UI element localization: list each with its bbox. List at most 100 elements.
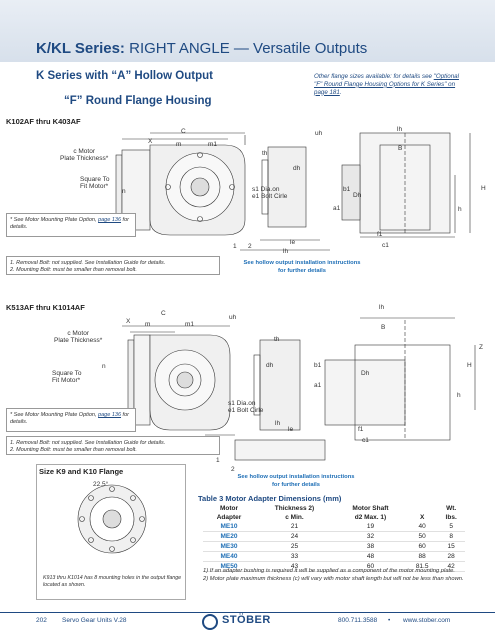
hollow-output-note-1[interactable]: See hollow output installation instructi… — [243, 260, 361, 274]
motor-adapter-table: Motor Thickness 2) Motor Shaft Wt. Adapt… — [203, 504, 465, 572]
table-cell: 32 — [366, 533, 375, 540]
table-cell: 25 — [290, 543, 299, 550]
mounting-plate-link-1[interactable]: page 136 — [98, 217, 122, 223]
dimension-drawing-1 — [115, 132, 471, 251]
table-cell: 38 — [366, 543, 375, 550]
model-range-1: K102AF thru K403AF — [6, 117, 81, 126]
table-cell: 5 — [449, 523, 453, 530]
table-cell: 15 — [447, 543, 455, 550]
square-fit-label: Square To Fit Motor* — [80, 176, 110, 190]
flange-options-link[interactable]: "Optional "F" Round Flange Housing Optio… — [314, 73, 459, 96]
dim-th-2: th — [274, 336, 280, 343]
col-thickness: Thickness 2) — [274, 505, 315, 512]
table-cell: 28 — [447, 553, 455, 560]
bolt-circle-label-2: s1 Dia.on e1 Bolt Cirle — [228, 400, 264, 414]
col-motor: Motor — [219, 505, 239, 512]
callout-1: 1 — [233, 243, 237, 250]
table-cell: 40 — [418, 523, 426, 530]
callout-1-2: 1 — [216, 457, 220, 464]
phone: 800.711.3588 — [338, 617, 378, 624]
col-shaft: Motor Shaft — [352, 505, 389, 512]
table-cell: ME40 — [220, 553, 238, 560]
dim-C: C — [181, 128, 186, 135]
dim-n: n — [122, 188, 126, 195]
table-title: Table 3 Motor Adapter Dimensions (mm) — [198, 494, 342, 503]
dim-lh: lh — [283, 248, 289, 255]
dim-c1: c1 — [382, 242, 389, 249]
dim-f1-2: f1 — [358, 426, 364, 433]
hollow-output-note-2[interactable]: See hollow output installation instructi… — [237, 474, 355, 488]
dim-a1: a1 — [333, 205, 341, 212]
footnote-1: 1) If an adapter bushing is required it … — [203, 568, 455, 574]
dim-lh-2: lh — [275, 420, 281, 427]
col-wt: Wt. — [446, 505, 457, 512]
mounting-plate-link-2[interactable]: page 136 — [98, 412, 122, 418]
dim-X: X — [148, 138, 153, 145]
motor-plate-label: c Motor Plate Thickness* — [60, 148, 109, 162]
section-subheading: “F” Round Flange Housing — [64, 95, 212, 107]
dim-Dh-2: Dh — [361, 370, 370, 377]
dim-dh-2: dh — [266, 362, 274, 369]
dim-H: H — [481, 185, 486, 192]
page-title: K/KL Series: RIGHT ANGLE — Versatile Out… — [36, 40, 367, 57]
dim-m1: m1 — [208, 141, 218, 148]
dim-h-2: h — [457, 392, 461, 399]
dim-B-2: B — [381, 324, 386, 331]
dim-uh-2: uh — [229, 314, 237, 321]
dim-m1-2: m1 — [185, 321, 195, 328]
bolt-notes-2: 1. Removal Bolt: not supplied. See Insta… — [6, 436, 220, 455]
dim-H-2: H — [467, 362, 472, 369]
table-cell: 88 — [418, 553, 426, 560]
dim-a1-2: a1 — [314, 382, 322, 389]
dim-b1: b1 — [343, 186, 351, 193]
dimension-drawing-2 — [122, 317, 476, 461]
col-lbs: lbs. — [445, 514, 457, 521]
dim-dh: dh — [293, 165, 301, 172]
dim-m: m — [176, 141, 182, 148]
page-number: 202 — [36, 617, 47, 624]
dim-lh-side-2: lh — [379, 304, 385, 311]
col-c-min: c Min. — [285, 514, 304, 521]
doc-title: Servo Gear Units V.28 — [62, 617, 127, 624]
footnote-2: 2) Motor plate maximum thickness (c) wil… — [203, 575, 464, 582]
page-banner — [0, 0, 495, 62]
col-d2-max: d2 Max. 1) — [354, 514, 387, 521]
dim-uh: uh — [315, 130, 323, 137]
dim-th: th — [262, 150, 268, 157]
callout-2: 2 — [248, 243, 252, 250]
table-cell: 8 — [449, 533, 453, 540]
dim-le: le — [290, 239, 296, 246]
series-title: K/KL Series: — [36, 40, 125, 57]
table-cell: 21 — [290, 523, 299, 530]
table-cell: 81.5 — [415, 563, 429, 570]
col-x-top — [407, 504, 437, 513]
table-cell: 50 — [418, 533, 426, 540]
table-cell: 60 — [418, 543, 426, 550]
table-footnotes: 1) If an adapter bushing is required it … — [203, 568, 465, 583]
flange-caption: K913 thru K1014 has 8 mounting holes in … — [43, 575, 182, 588]
square-fit-label-2: Square To Fit Motor* — [52, 370, 82, 384]
model-range-2: K513AF thru K1014AF — [6, 303, 85, 312]
stober-logo-icon — [202, 614, 218, 630]
flange-drawing — [77, 484, 147, 554]
dim-B: B — [398, 145, 403, 152]
section-heading: K Series with “A” Hollow Output — [36, 70, 213, 82]
website[interactable]: www.stober.com — [403, 617, 451, 624]
callout-2-2: 2 — [231, 466, 235, 473]
table-cell: ME10 — [220, 523, 238, 530]
flange-angle: 22.5° — [93, 481, 109, 488]
col-adapter: Adapter — [216, 514, 242, 521]
table-cell: ME30 — [220, 543, 238, 550]
table-cell: 60 — [366, 563, 375, 570]
dim-h: h — [458, 206, 462, 213]
flange-options-note: Other flange sizes available: for detail… — [314, 73, 459, 96]
brand-logo: STÖBER — [222, 614, 271, 626]
dim-Z-2: Z — [479, 344, 483, 351]
series-subtitle: RIGHT ANGLE — Versatile Outputs — [129, 40, 368, 57]
bolt-notes-1: 1. Removal Bolt: not supplied. See Insta… — [6, 256, 220, 275]
table-cell: ME20 — [220, 533, 238, 540]
table-cell: 33 — [290, 553, 299, 560]
